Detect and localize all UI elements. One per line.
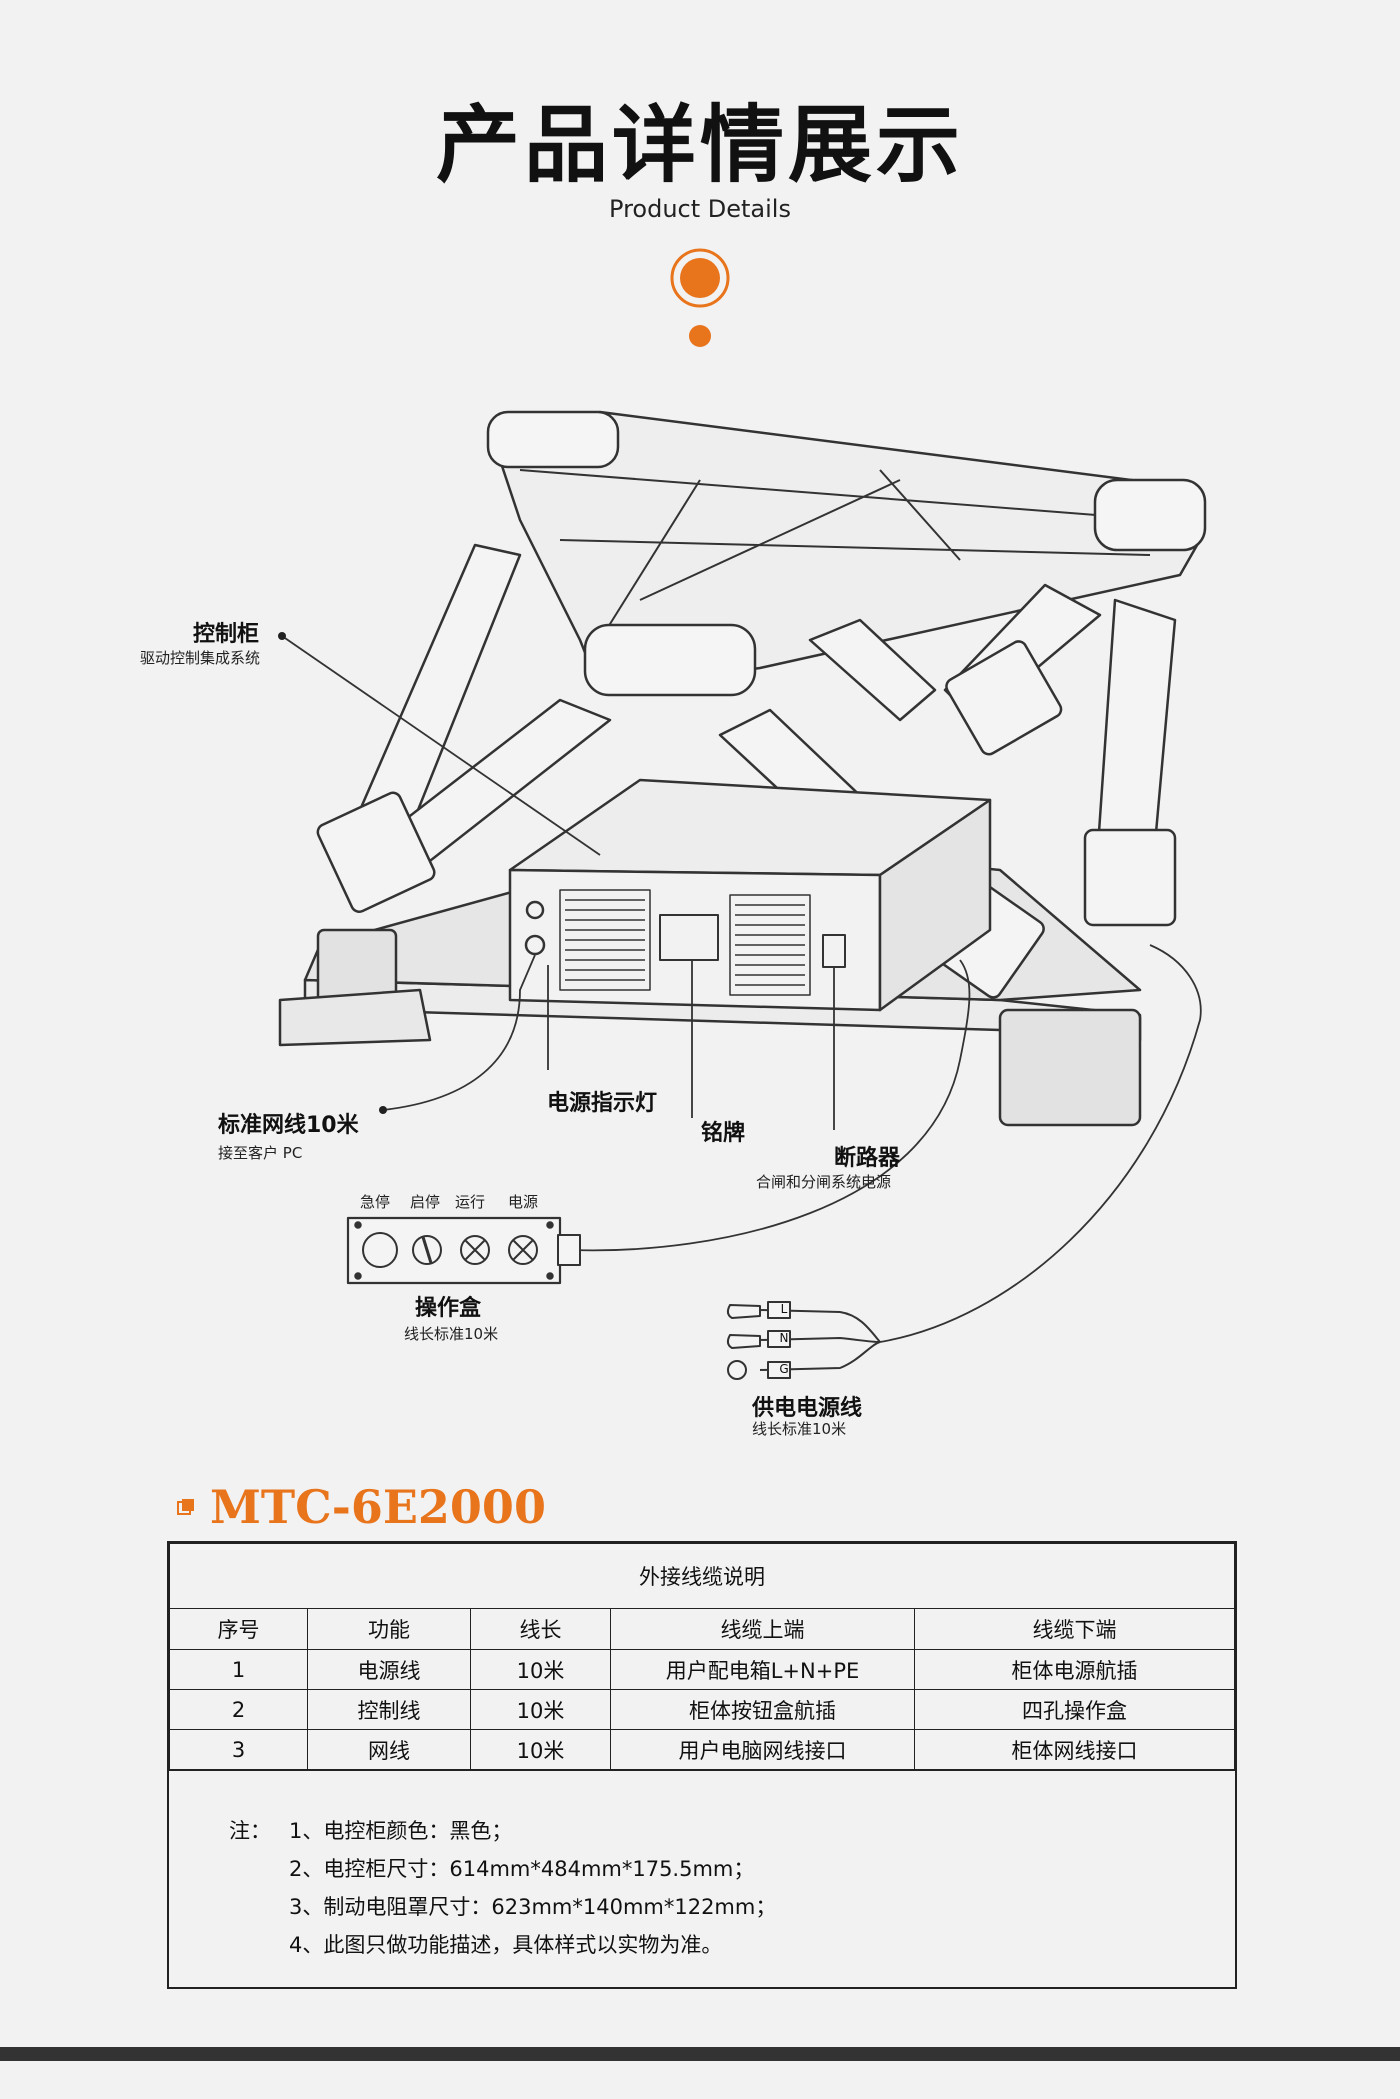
opbox-label-estop: 急停 (360, 1193, 391, 1211)
table-cell: 柜体电源航插 (914, 1649, 1235, 1690)
notes-label: 注： (229, 1819, 271, 1843)
table-header: 功能 (307, 1608, 471, 1650)
table-cell: 电源线 (307, 1649, 471, 1690)
table-caption: 外接线缆说明 (169, 1543, 1235, 1609)
actuator-motor (1083, 828, 1177, 927)
vent-left (559, 889, 651, 991)
top-corner-right (1093, 478, 1207, 552)
note-item: 1、电控柜颜色：黑色； (289, 1819, 513, 1843)
table-cell: 3 (169, 1729, 308, 1770)
callout-cabinet-title: 控制柜 (193, 622, 260, 647)
table-row: 3 网线 10米 用户电脑网线接口 柜体网线接口 (169, 1729, 1235, 1770)
table-cell: 2 (169, 1689, 308, 1730)
table-header: 线缆上端 (610, 1608, 915, 1650)
square-bullet-icon (177, 1499, 194, 1515)
table-cell: 网线 (307, 1729, 471, 1770)
callout-network-desc: 接至客户 PC (218, 1144, 303, 1162)
start-stop-knob (412, 1235, 442, 1265)
callout-nameplate-title: 铭牌 (701, 1121, 746, 1146)
actuator-motor (945, 640, 1063, 756)
callout-breaker-title: 断路器 (834, 1146, 901, 1171)
note-item: 3、制动电阻罩尺寸：623mm*140mm*122mm； (289, 1895, 777, 1919)
callout-opbox-desc: 线长标准10米 (404, 1325, 499, 1343)
operation-box (346, 1216, 562, 1285)
callout-power-light-title: 电源指示灯 (547, 1091, 658, 1116)
callout-supply-desc: 线长标准10米 (752, 1420, 847, 1438)
page-subtitle: Product Details (609, 195, 791, 223)
power-indicator (508, 1235, 538, 1265)
callout-cabinet-desc: 驱动控制集成系统 (140, 649, 261, 667)
table-cell: 控制线 (307, 1689, 471, 1730)
vent-right (729, 894, 811, 996)
callout-supply-title: 供电电源线 (752, 1396, 863, 1421)
terminal-G: G (779, 1362, 789, 1376)
model-heading: MTC-6E2000 (176, 1480, 546, 1534)
top-corner-left (486, 410, 620, 469)
opbox-label-power: 电源 (508, 1193, 539, 1211)
table-cell: 柜体网线接口 (914, 1729, 1235, 1770)
run-indicator (460, 1235, 490, 1265)
base-foot-plate-left (278, 988, 432, 1047)
note-item: 4、此图只做功能描述，具体样式以实物为准。 (289, 1933, 723, 1957)
table-cell: 四孔操作盒 (914, 1689, 1235, 1730)
table-cell: 10米 (470, 1729, 611, 1770)
table-cell: 用户电脑网线接口 (610, 1729, 915, 1770)
cable-spec-table: 外接线缆说明 序号 功能 线长 线缆上端 线缆下端 1 电源线 10米 用户配电… (167, 1541, 1237, 1989)
table-row: 2 控制线 10米 柜体按钮盒航插 四孔操作盒 (169, 1689, 1235, 1730)
table-row: 1 电源线 10米 用户配电箱L+N+PE 柜体电源航插 (169, 1649, 1235, 1690)
callout-network-title: 标准网线10米 (218, 1113, 359, 1138)
e-stop-button (362, 1232, 398, 1268)
power-light (525, 900, 545, 920)
table-cell: 柜体按钮盒航插 (610, 1689, 915, 1730)
base-foot-right (998, 1008, 1142, 1127)
target-icon (670, 248, 730, 347)
leader-lines (281, 635, 1202, 1343)
table-header: 线缆下端 (914, 1608, 1235, 1650)
supply-cable (726, 1301, 881, 1380)
terminal-L: L (780, 1302, 788, 1316)
terminal-N: N (779, 1331, 789, 1345)
note-item: 2、电控柜尺寸：614mm*484mm*175.5mm； (289, 1857, 755, 1881)
table-header: 序号 (169, 1608, 308, 1650)
table-header: 线长 (470, 1608, 611, 1650)
opbox-label-startstop: 启停 (410, 1193, 441, 1211)
hexapod-platform-diagram (278, 410, 1207, 1380)
table-cell: 10米 (470, 1689, 611, 1730)
table-cell: 10米 (470, 1649, 611, 1690)
table-cell: 用户配电箱L+N+PE (610, 1649, 915, 1690)
actuator-motor (316, 791, 436, 913)
callout-opbox-title: 操作盒 (415, 1296, 482, 1321)
top-corner-front (583, 623, 757, 697)
nameplate (659, 914, 719, 961)
table-notes: 注： 1、电控柜颜色：黑色； 2、电控柜尺寸：614mm*484mm*175.5… (169, 1770, 1235, 1987)
table-cell: 1 (169, 1649, 308, 1690)
page-title: 产品详情展示 (435, 96, 964, 194)
network-port (524, 934, 546, 956)
callout-breaker-desc: 合闸和分闸系统电源 (756, 1173, 892, 1191)
circuit-breaker (822, 934, 846, 968)
model-name: MTC-6E2000 (210, 1480, 546, 1534)
bottom-bar (0, 2047, 1400, 2061)
opbox-label-run: 运行 (455, 1193, 486, 1211)
actuator (808, 618, 937, 722)
